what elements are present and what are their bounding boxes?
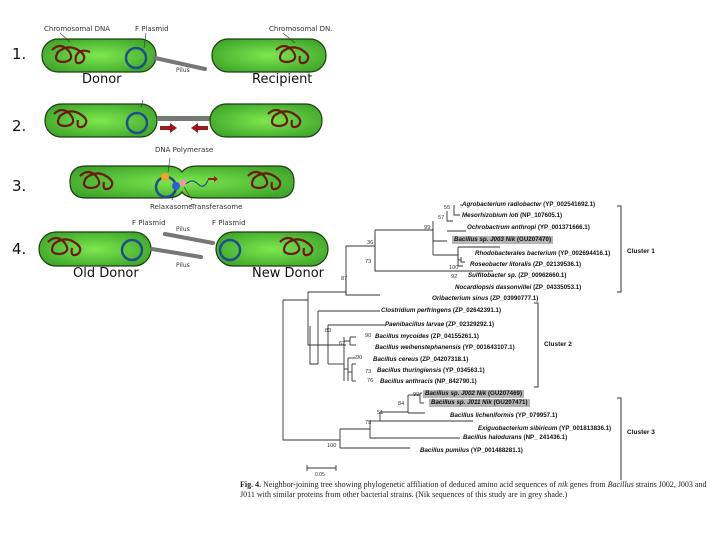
- bootstrap-value: 57: [438, 215, 445, 221]
- step-number: 2.: [12, 117, 27, 135]
- chromosome-icon: [247, 170, 282, 191]
- bootstrap-value: 83: [325, 328, 332, 334]
- bootstrap-value: 76: [367, 378, 374, 384]
- tree-leaf: Nocardiopsis dassonvillei (ZP_04335053.1…: [455, 284, 582, 291]
- label-chromosomal-dna: Chromosomal DN.: [269, 25, 333, 33]
- step-number: 1.: [12, 45, 27, 63]
- tree-leaf: Bacillus mycoides (ZP_04155261.1): [375, 333, 479, 340]
- label-recipient: Recipient: [252, 72, 313, 87]
- bootstrap-value: 84: [398, 401, 405, 407]
- step1-recipient-cell: [211, 38, 327, 73]
- plasmid-icon: [218, 238, 242, 262]
- pilus: [153, 56, 207, 71]
- arrow-left-icon: [191, 123, 208, 133]
- bootstrap-value: 75: [365, 420, 372, 426]
- bootstrap-value: 100: [327, 443, 337, 449]
- tree-leaf: Bacillus thuringiensis (YP_034563.1): [377, 367, 485, 374]
- relaxasome-icon: [172, 182, 180, 190]
- bootstrap-value: 87: [341, 276, 348, 282]
- label-pilus: Pilus: [176, 226, 190, 233]
- phylogenetic-tree: [282, 204, 622, 480]
- bootstrap-value: 36: [367, 240, 374, 246]
- label-pilus: Pilus: [176, 67, 190, 74]
- bootstrap-value: 55: [444, 205, 451, 211]
- tree-leaf: Oribacterium sinus (ZP_03990777.1): [432, 295, 539, 302]
- plasmid-icon: [120, 238, 144, 262]
- tree-leaf-highlighted: Bacillus sp. J011 Nik (GU207471): [429, 399, 530, 407]
- bootstrap-value: 67: [339, 341, 346, 347]
- chromosome-icon: [267, 108, 302, 129]
- bootstrap-value: 100: [449, 265, 459, 271]
- chromosome-icon: [79, 170, 114, 191]
- tree-leaf: Bacillus anthracis (NP_842790.1): [380, 378, 477, 385]
- transferasome-icon: [179, 179, 187, 187]
- chromosome-icon: [51, 44, 91, 65]
- step-number: 3.: [12, 177, 27, 195]
- cluster-label: Cluster 1: [627, 248, 655, 255]
- bootstrap-value: 92: [451, 274, 458, 280]
- tree-leaf: Rhodobacterales bacterium (YP_002694416.…: [475, 250, 611, 257]
- step2-cells: [44, 103, 323, 138]
- tree-leaf-highlighted: Bacillus sp. J002 Nik (GU207469): [423, 390, 525, 398]
- tree-leaf: Bacillus pumilus (YP_001488281.1): [420, 447, 523, 454]
- chromosome-icon: [275, 44, 310, 65]
- label-f-plasmid: F Plasmid: [135, 25, 169, 33]
- step-number: 4.: [12, 240, 27, 258]
- tree-leaf: Bacillus halodurans (NP_ 241436.1): [463, 434, 568, 441]
- plasmid-icon: [124, 46, 148, 70]
- label-dna-polymerase: DNA Polymerase: [155, 146, 214, 154]
- cluster-label: Cluster 3: [627, 429, 655, 436]
- label-f-plasmid: F Plasmid: [132, 219, 166, 227]
- label-donor: Donor: [82, 72, 122, 87]
- arrow-right-icon: [160, 123, 177, 133]
- label-pilus: Pilus: [176, 262, 190, 269]
- scale-bar-label: 0.05: [315, 472, 325, 478]
- pilus: [157, 116, 210, 121]
- plasmid-icon: [125, 111, 149, 135]
- chromosome-icon: [279, 236, 314, 257]
- chromosome-icon: [53, 108, 88, 129]
- chromosome-icon: [47, 236, 82, 257]
- dna-polymerase-icon: [161, 173, 169, 181]
- tree-leaf: Paenibacillus larvae (ZP_02329292.1): [385, 321, 495, 328]
- label-relaxasome: Relaxasome: [150, 203, 193, 211]
- tree-leaf: Sulfitobacter sp. (ZP_00962660.1): [468, 272, 567, 279]
- tree-leaf: Exiguobacterium sibiricum (YP_001813836.…: [478, 425, 612, 432]
- label-transferasome: Transferasome: [191, 203, 243, 211]
- step4-cells: [38, 231, 329, 267]
- pilus: [150, 247, 203, 259]
- figure-caption: Fig. 4. Neighbor-joining tree showing ph…: [240, 480, 707, 499]
- bootstrap-value: 90: [365, 333, 372, 339]
- bootstrap-value: 73: [365, 369, 372, 375]
- tree-leaf: Bacillus weihenstephanensis (YP_00164310…: [375, 344, 515, 351]
- tree-leaf: Mesorhizobium loti (NP_107605.1): [462, 212, 563, 219]
- conjugation-diagram: [38, 32, 329, 267]
- tree-leaf: Roseobacter litoralis (ZP_02139536.1): [470, 261, 582, 268]
- step1-donor-cell: [41, 38, 157, 73]
- bootstrap-value: 99: [413, 392, 420, 398]
- tree-leaf: Clostridium perfringens (ZP_02642391.1): [381, 307, 502, 314]
- bootstrap-value: 99: [424, 225, 431, 231]
- label-f-plasmid: F Plasmid: [212, 219, 246, 227]
- tree-leaf: Ochrobactrum anthropi (YP_001371666.1): [467, 224, 590, 231]
- tree-leaf: Bacillus cereus (ZP_04207318.1): [373, 356, 469, 363]
- bootstrap-value: 90: [356, 355, 363, 361]
- label-new-donor: New Donor: [252, 266, 324, 281]
- pilus: [163, 232, 215, 245]
- arrow-right-icon: [208, 176, 218, 182]
- tree-leaf: Bacillus licheniformis (YP_079957.1): [450, 412, 558, 419]
- bootstrap-value: 51: [377, 410, 384, 416]
- tree-leaf-highlighted: Bacillus sp. J003 Nik (GU207470): [452, 236, 554, 244]
- label-chromosomal-dna: Chromosomal DNA: [44, 25, 111, 33]
- label-old-donor: Old Donor: [73, 266, 139, 281]
- bootstrap-value: 73: [365, 259, 372, 265]
- step3-cells: [69, 165, 295, 199]
- cluster-label: Cluster 2: [544, 341, 572, 348]
- tree-leaf: Agrobacterium radiobacter (YP_002541692.…: [462, 201, 596, 208]
